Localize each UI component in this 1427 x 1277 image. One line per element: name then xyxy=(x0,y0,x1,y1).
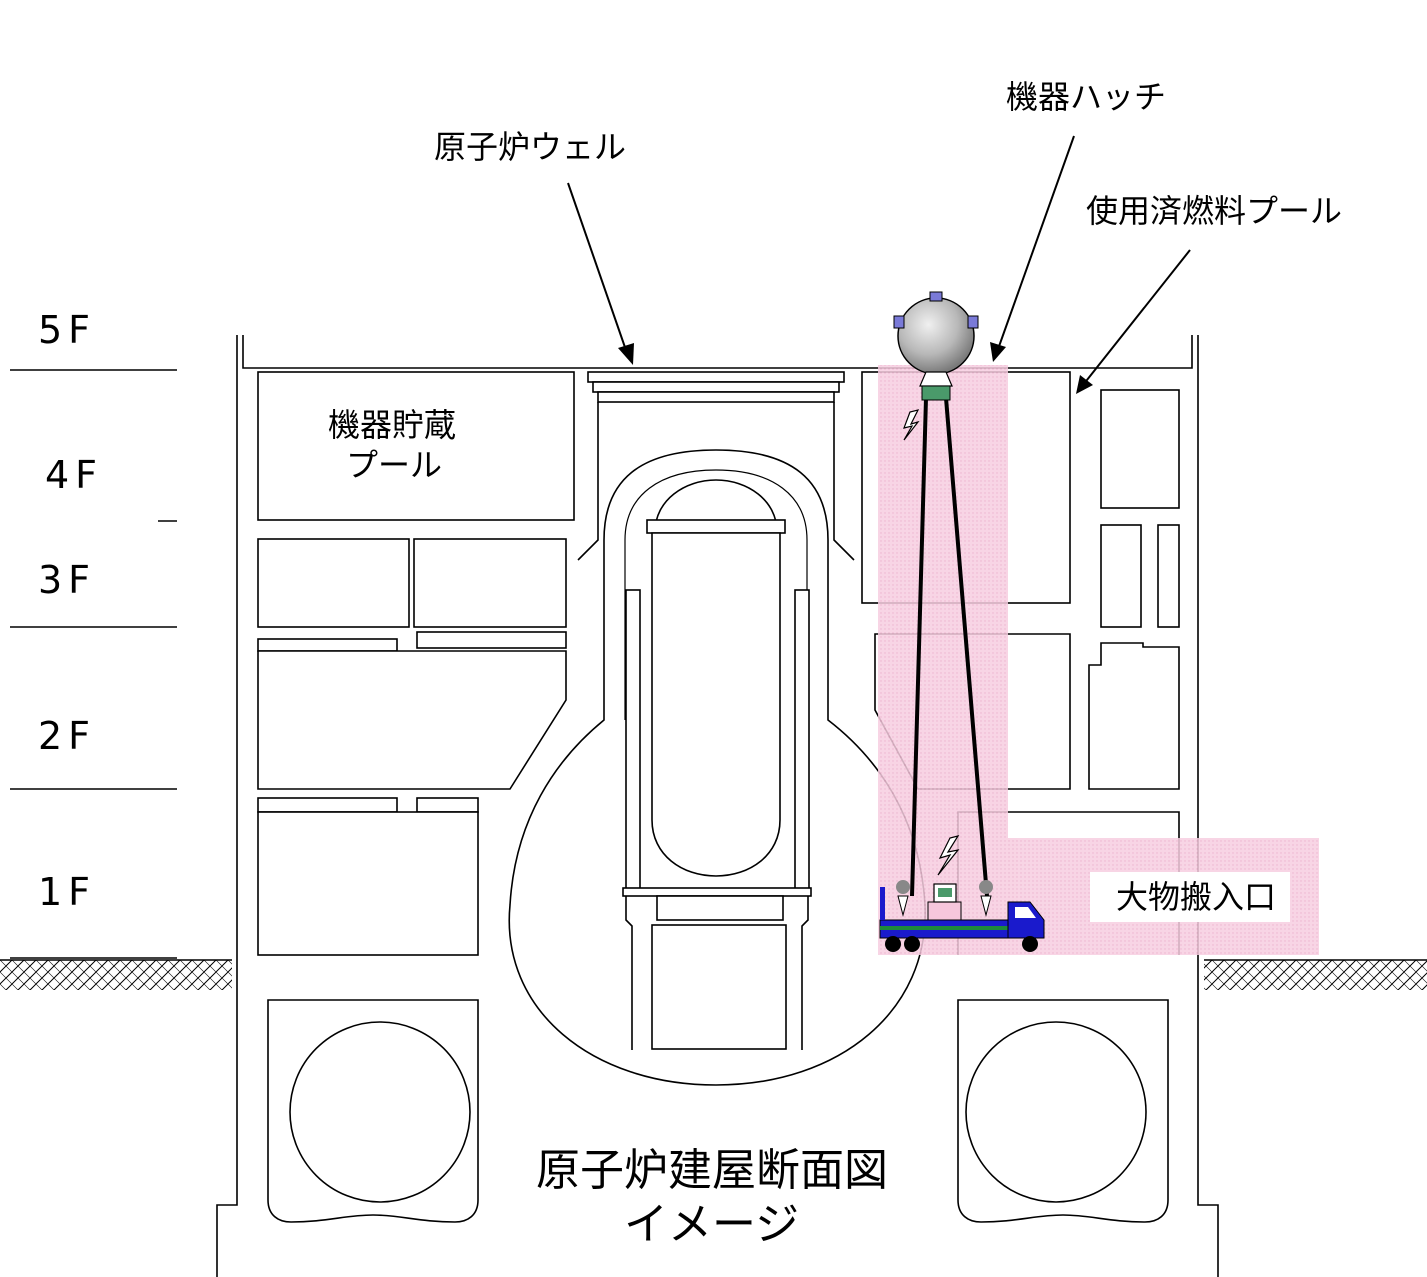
floor-label-1f: 1F xyxy=(38,870,96,914)
inspection-robot-sphere xyxy=(893,291,979,401)
wireless-signal-icon-bottom xyxy=(937,835,960,876)
floor-lines xyxy=(10,369,177,959)
rpv-pedestal xyxy=(622,887,812,1050)
floor-label-2f: 2F xyxy=(38,714,96,758)
reactor-well-shield-plug xyxy=(587,371,845,403)
ground-right xyxy=(1204,960,1427,990)
building-outline xyxy=(216,335,1219,1277)
reactor-pressure-vessel xyxy=(646,479,786,877)
reactor-well-label: 原子炉ウェル xyxy=(434,128,626,166)
equipment-storage-pool-label-2: プール xyxy=(346,446,442,484)
shield-walls xyxy=(625,589,810,891)
wireless-signal-icon-top xyxy=(903,409,920,441)
diagram-title-line2: イメージ xyxy=(624,1199,799,1250)
ground-left xyxy=(0,960,232,990)
diagram-title-line1: 原子炉建屋断面図 xyxy=(536,1145,888,1196)
equipment-storage-pool-label-1: 機器貯蔵 xyxy=(328,406,456,444)
floor-label-3f: 3F xyxy=(38,558,96,602)
large-equipment-entrance-label: 大物搬入口 xyxy=(1116,878,1276,916)
floor-label-5f: 5F xyxy=(38,308,96,352)
callout-arrows xyxy=(567,135,1191,394)
large-equipment-entrance-label-bg xyxy=(1090,872,1290,922)
containment-inner xyxy=(624,469,808,720)
equipment-hatch-label: 機器ハッチ xyxy=(1006,78,1166,116)
floor-label-4f: 4F xyxy=(45,453,103,497)
crane-cables xyxy=(910,397,989,897)
primary-containment-vessel xyxy=(508,449,926,1086)
suppression-chamber-right xyxy=(957,999,1169,1223)
suppression-chamber-left xyxy=(267,999,479,1223)
reactor-well-walls xyxy=(577,402,855,561)
spent-fuel-pool-label: 使用済燃料プール xyxy=(1086,192,1342,230)
transport-truck xyxy=(879,880,1045,952)
left-rooms xyxy=(257,371,575,956)
